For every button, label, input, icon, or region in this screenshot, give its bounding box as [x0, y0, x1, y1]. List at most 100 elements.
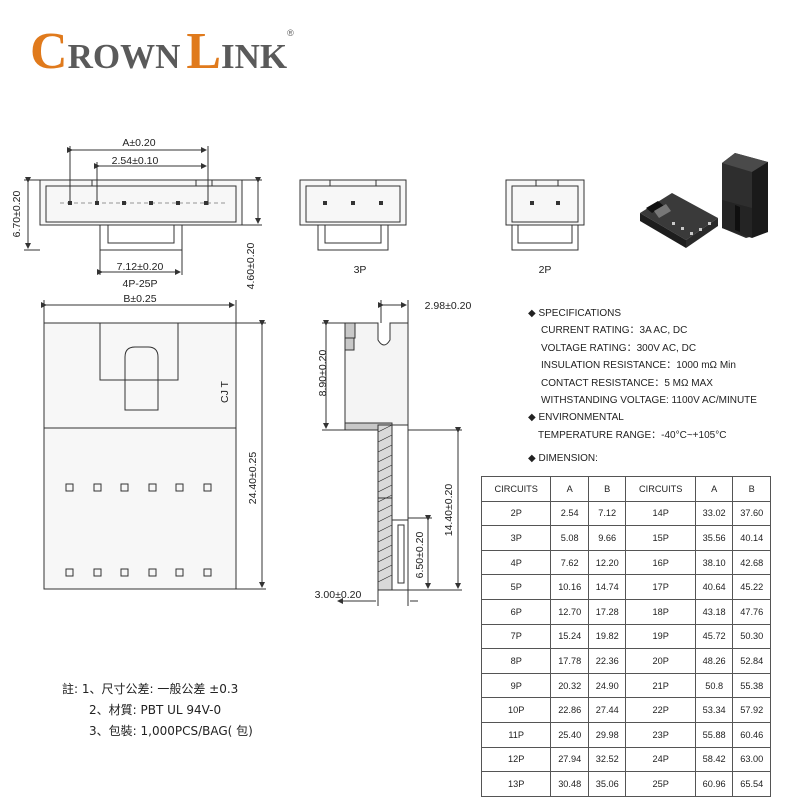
table-cell: 15.24	[550, 623, 589, 650]
voltage-rating: VOLTAGE RATING：300V AC, DC	[541, 342, 697, 354]
cjt-mark: CJ T	[219, 380, 231, 403]
logo-initial-l: L	[186, 23, 222, 80]
notes-block: 註: 1、尺寸公差: 一般公差 ±0.3 2、材質: PBT UL 94V-0 …	[62, 679, 253, 742]
label-3p: 3P	[354, 264, 367, 276]
table-cell: 14P	[625, 500, 696, 527]
table-cell: 55.88	[694, 721, 734, 748]
table-cell: 10P	[480, 697, 552, 723]
front-view-2p	[505, 179, 585, 251]
table-cell: 7.12	[587, 500, 627, 527]
table-cell: 65.54	[732, 771, 771, 797]
header-circuits: CIRCUITS	[480, 476, 552, 502]
table-cell: 5P	[480, 574, 552, 600]
table-cell: 19P	[625, 623, 696, 650]
dim-pitch-label: 2.54±0.10	[112, 155, 159, 167]
environmental-heading: ◆ ENVIRONMENTAL	[528, 412, 624, 424]
table-cell: 21P	[625, 672, 696, 699]
table-cell: 43.18	[694, 598, 734, 625]
table-cell: 17P	[625, 574, 696, 600]
table-cell: 33.02	[694, 500, 734, 527]
table-cell: 9.66	[587, 525, 627, 551]
table-cell: 38.10	[694, 549, 734, 576]
table-cell: 37.60	[732, 500, 771, 527]
table-cell: 14.74	[587, 574, 627, 600]
table-cell: 24P	[625, 746, 696, 773]
table-cell: 12.20	[587, 549, 627, 576]
table-cell: 2P	[480, 500, 552, 527]
table-cell: 40.14	[732, 525, 771, 551]
table-cell: 25P	[625, 771, 696, 797]
table-cell: 55.38	[732, 672, 771, 699]
table-cell: 57.92	[732, 697, 771, 723]
top-view	[41, 300, 266, 590]
dim-height-left-label: 6.70±0.20	[11, 191, 23, 238]
dim-a-label: A±0.20	[122, 137, 155, 149]
table-cell: 9P	[480, 672, 552, 699]
registered-mark: ®	[287, 28, 294, 38]
table-cell: 15P	[625, 525, 696, 551]
table-cell: 58.42	[694, 746, 734, 773]
note-2: 2、材質: PBT UL 94V-0	[89, 703, 222, 717]
table-cell: 53.34	[694, 697, 734, 723]
logo-text-rown: ROWN	[67, 37, 181, 76]
table-cell: 20P	[625, 648, 696, 674]
table-cell: 50.30	[732, 623, 771, 650]
table-cell: 7.62	[550, 549, 589, 576]
withstanding-voltage: WITHSTANDING VOLTAGE: 1100V AC/MINUTE	[541, 395, 757, 407]
table-cell: 48.26	[694, 648, 734, 674]
range-label: 4P-25P	[122, 278, 157, 290]
table-cell: 47.76	[732, 598, 771, 625]
table-cell: 24.90	[587, 672, 627, 699]
table-cell: 19.82	[587, 623, 627, 650]
dim-side-slot-label: 6.50±0.20	[414, 532, 426, 579]
dim-side-lower-label: 14.40±0.20	[443, 484, 455, 537]
current-rating: CURRENT RATING：3A AC, DC	[541, 325, 688, 337]
table-cell: 11P	[480, 721, 552, 748]
table-cell: 29.98	[587, 721, 627, 748]
dimension-heading: ◆ DIMENSION:	[528, 453, 598, 465]
logo-initial-c: C	[30, 23, 68, 80]
table-cell: 32.52	[587, 746, 627, 773]
notes-prefix: 註:	[62, 682, 79, 696]
table-cell: 13P	[480, 771, 552, 797]
dim-side-bottom-label: 3.00±0.20	[315, 589, 362, 601]
header-a: A	[694, 476, 734, 502]
header-circuits: CIRCUITS	[625, 476, 696, 502]
contact-resistance: CONTACT RESISTANCE：5 MΩ MAX	[541, 377, 713, 389]
table-cell: 6P	[480, 598, 552, 625]
table-cell: 52.84	[732, 648, 771, 674]
table-cell: 35.06	[587, 771, 627, 797]
table-cell: 20.32	[550, 672, 589, 699]
table-cell: 18P	[625, 598, 696, 625]
header-b: B	[732, 476, 771, 502]
table-cell: 30.48	[550, 771, 589, 797]
note-3: 3、包裝: 1,000PCS/BAG( 包)	[89, 724, 253, 738]
table-cell: 42.68	[732, 549, 771, 576]
table-cell: 45.72	[694, 623, 734, 650]
table-cell: 22.36	[587, 648, 627, 674]
table-cell: 22.86	[550, 697, 589, 723]
dim-side-top-label: 2.98±0.20	[425, 300, 472, 312]
table-cell: 40.64	[694, 574, 734, 600]
table-cell: 25.40	[550, 721, 589, 748]
table-cell: 4P	[480, 549, 552, 576]
table-cell: 63.00	[732, 746, 771, 773]
table-cell: 17.78	[550, 648, 589, 674]
table-cell: 17.28	[587, 598, 627, 625]
table-cell: 45.22	[732, 574, 771, 600]
table-cell: 27.44	[587, 697, 627, 723]
table-cell: 60.46	[732, 721, 771, 748]
insulation-resistance: INSULATION RESISTANCE：1000 mΩ Min	[541, 360, 736, 372]
